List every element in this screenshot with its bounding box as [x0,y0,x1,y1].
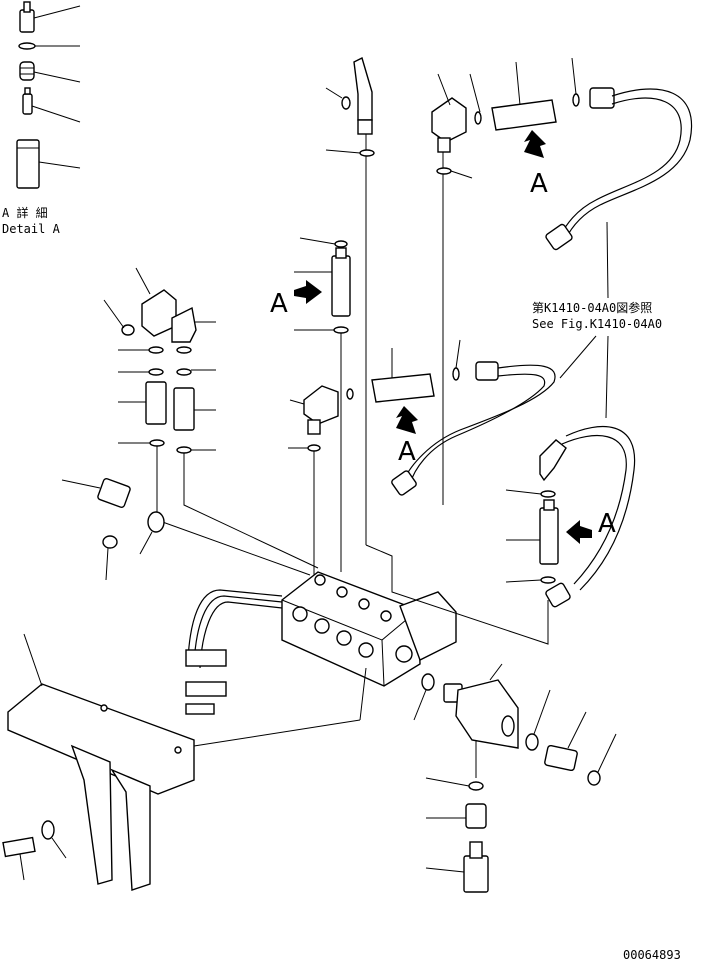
reference-note-jp: 第K1410-04A0図参照 [532,300,652,315]
ref-leader-1 [606,221,609,299]
detail-a-parts [16,1,81,189]
center-check-valve-hose [371,339,556,496]
view-marker-a-4: A [598,509,616,539]
bolt-and-washer [2,820,67,881]
left-relief-valves [103,267,319,576]
frame-line [365,544,549,645]
top-elbow-fitting [325,56,375,545]
mounting-bracket [7,633,361,891]
arrow-a-right [566,520,592,544]
center-check-valve-stack [294,237,351,572]
reference-note-en: See Fig.K1410-04A0 [532,317,662,331]
arrow-a-middle [294,280,322,304]
arrow-a-top [524,130,546,158]
detail-a-label-en: Detail A [2,222,61,236]
ref-leader-3 [605,335,609,419]
view-marker-a-2: A [270,289,288,319]
right-check-valve-hose [505,425,636,608]
detail-a-label-jp: A 詳 細 [2,205,48,220]
view-marker-a-3: A [398,437,416,467]
top-right-elbow [431,57,693,505]
left-elbow-center [288,385,354,575]
arrow-a-center [396,406,418,434]
solenoid-valve [413,663,617,893]
left-pressure-switch [61,478,165,581]
view-marker-a-1: A [530,169,548,199]
main-valve-block [185,571,457,721]
ref-leader-2 [559,335,597,379]
drawing-number: 00064893 [623,948,681,961]
